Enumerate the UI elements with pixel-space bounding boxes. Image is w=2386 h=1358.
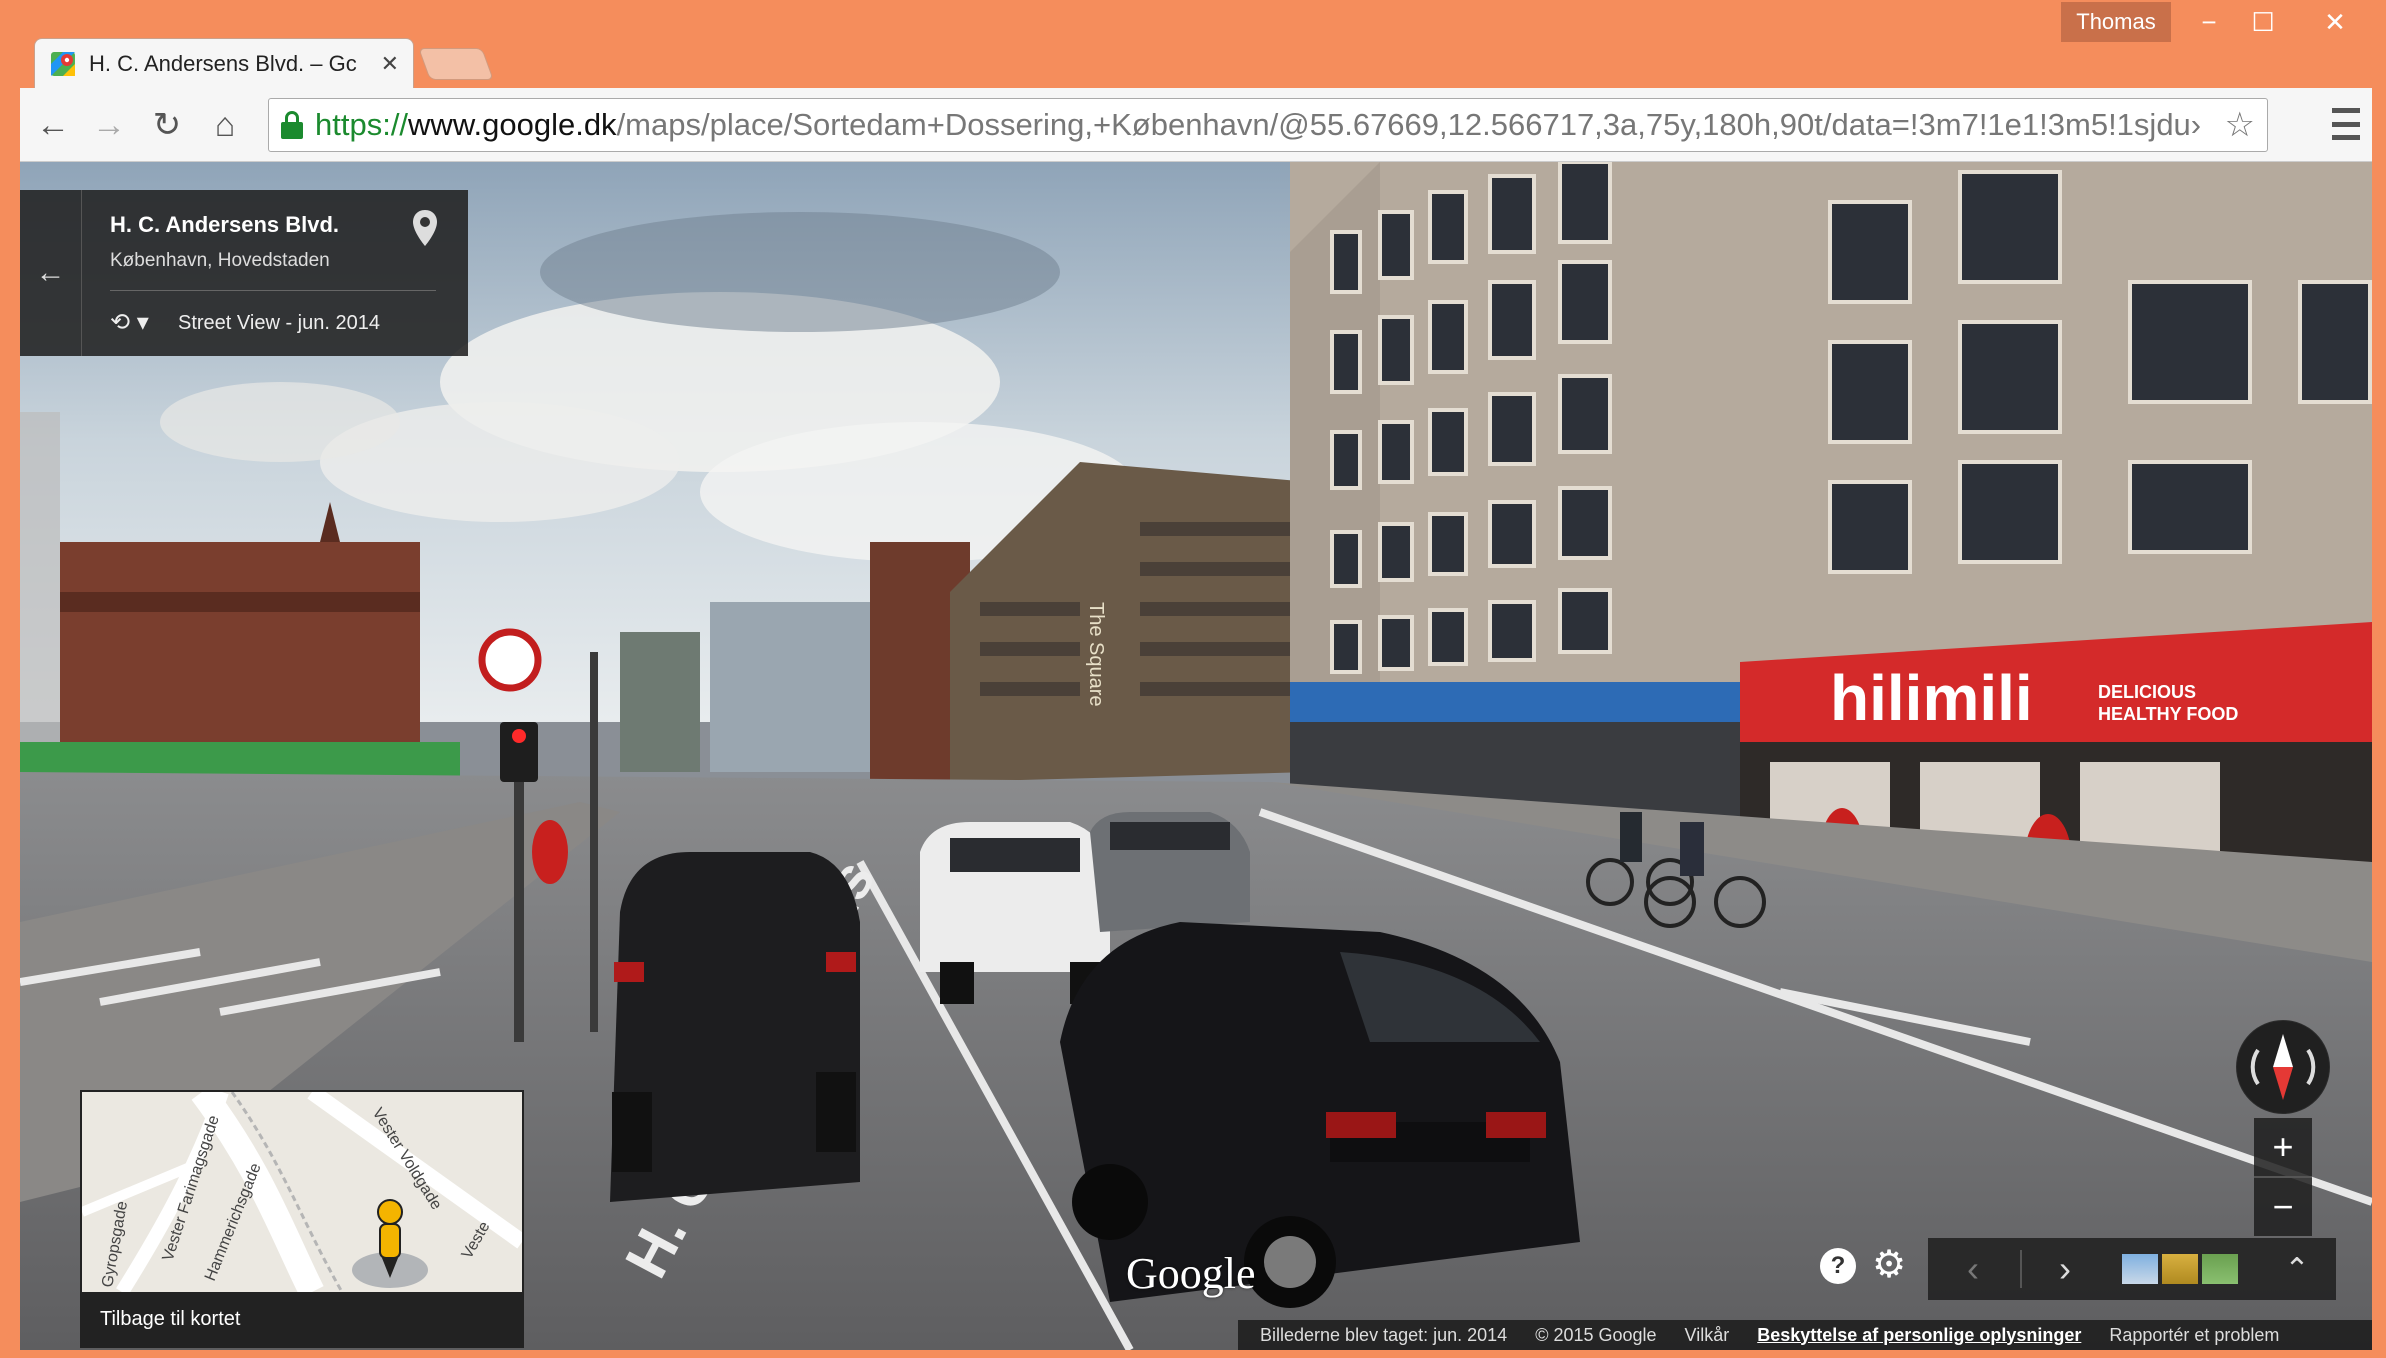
report-problem-link[interactable]: Rapportér et problem bbox=[2109, 1324, 2280, 1345]
photo-thumbnails[interactable] bbox=[2122, 1254, 2238, 1284]
svg-text:DELICIOUS: DELICIOUS bbox=[2098, 682, 2196, 702]
address-bar[interactable]: https://www.google.dk/maps/place/Sorteda… bbox=[268, 98, 2268, 152]
capture-date: Street View - jun. 2014 bbox=[178, 312, 380, 334]
svg-text:HEALTHY FOOD: HEALTHY FOOD bbox=[2098, 704, 2238, 724]
browser-toolbar: ← → ↻ ⌂ https://www.google.dk/maps/place… bbox=[20, 88, 2372, 162]
building-sign-text: The Square bbox=[1085, 602, 1107, 707]
map-pin-icon[interactable] bbox=[410, 208, 440, 248]
map-footer: Billederne blev taget: jun. 2014 © 2015 … bbox=[1238, 1320, 2372, 1350]
lock-icon[interactable] bbox=[281, 111, 303, 139]
location-subtitle: København, Hovedstaden bbox=[110, 250, 330, 271]
location-title[interactable]: H. C. Andersens Blvd. bbox=[110, 212, 340, 237]
black-car-left bbox=[610, 852, 860, 1202]
compass-icon[interactable] bbox=[2236, 1020, 2330, 1114]
copyright-text: © 2015 Google bbox=[1535, 1324, 1657, 1345]
photo-strip-control: ‹ › ⌃ bbox=[1928, 1238, 2336, 1300]
zoom-out-button[interactable]: − bbox=[2272, 1186, 2294, 1227]
home-icon[interactable]: ⌂ bbox=[214, 105, 236, 144]
expand-icon[interactable]: ⌃ bbox=[2284, 1252, 2310, 1286]
minimize-button[interactable]: − bbox=[2201, 6, 2217, 37]
help-icon[interactable]: ? bbox=[1820, 1248, 1856, 1284]
back-arrow-icon[interactable]: ← bbox=[20, 190, 82, 356]
tab-close-icon[interactable]: ✕ bbox=[380, 50, 399, 76]
card-divider bbox=[110, 290, 436, 291]
street-view-panorama[interactable]: The Square bbox=[20, 162, 2372, 1350]
reload-icon[interactable]: ↻ bbox=[152, 106, 182, 144]
pegman-icon bbox=[377, 1199, 403, 1278]
google-maps-favicon-icon bbox=[50, 51, 75, 76]
back-to-map-link[interactable]: Tilbage til kortet bbox=[100, 1307, 241, 1330]
previous-photo-button[interactable]: ‹ bbox=[1967, 1248, 1979, 1289]
maximize-button[interactable]: ☐ bbox=[2251, 6, 2275, 37]
url-text[interactable]: https://www.google.dk/maps/place/Sorteda… bbox=[315, 107, 2202, 142]
google-logo: Google bbox=[1126, 1249, 1256, 1298]
privacy-link[interactable]: Beskyttelse af personlige oplysninger bbox=[1757, 1324, 2082, 1345]
capture-info: Billederne blev taget: jun. 2014 bbox=[1260, 1324, 1508, 1345]
zoom-in-button[interactable]: + bbox=[2272, 1126, 2294, 1167]
zoom-control: + − bbox=[2254, 1118, 2312, 1236]
terms-link[interactable]: Vilkår bbox=[1684, 1324, 1730, 1345]
profile-badge[interactable]: Thomas bbox=[2061, 2, 2171, 42]
minimap-map[interactable]: Vester Farimagsgade Hammerichsgade Veste… bbox=[82, 1092, 522, 1292]
shop-sign-text: hilimili bbox=[1830, 662, 2033, 734]
minimap[interactable]: Vester Farimagsgade Hammerichsgade Veste… bbox=[80, 1090, 524, 1348]
time-travel-icon[interactable]: ⟲ ▾ bbox=[110, 309, 149, 336]
browser-tab[interactable]: H. C. Andersens Blvd. – Gc ✕ bbox=[34, 38, 414, 88]
forward-arrow-icon[interactable]: → bbox=[92, 105, 126, 144]
location-info-card: ← H. C. Andersens Blvd. København, Hoved… bbox=[20, 190, 468, 356]
grey-car bbox=[1090, 812, 1250, 932]
new-tab-button[interactable] bbox=[418, 48, 494, 80]
close-window-button[interactable]: ✕ bbox=[2324, 6, 2346, 37]
gear-icon[interactable]: ⚙ bbox=[1872, 1244, 1907, 1286]
black-car-right bbox=[1060, 922, 1580, 1308]
back-arrow-icon[interactable]: ← bbox=[36, 105, 70, 144]
bookmark-star-icon[interactable]: ☆ bbox=[2224, 106, 2255, 144]
next-photo-button[interactable]: › bbox=[2059, 1248, 2071, 1289]
tab-title: H. C. Andersens Blvd. – Gc bbox=[88, 50, 357, 76]
browser-menu-icon[interactable] bbox=[2332, 108, 2360, 140]
